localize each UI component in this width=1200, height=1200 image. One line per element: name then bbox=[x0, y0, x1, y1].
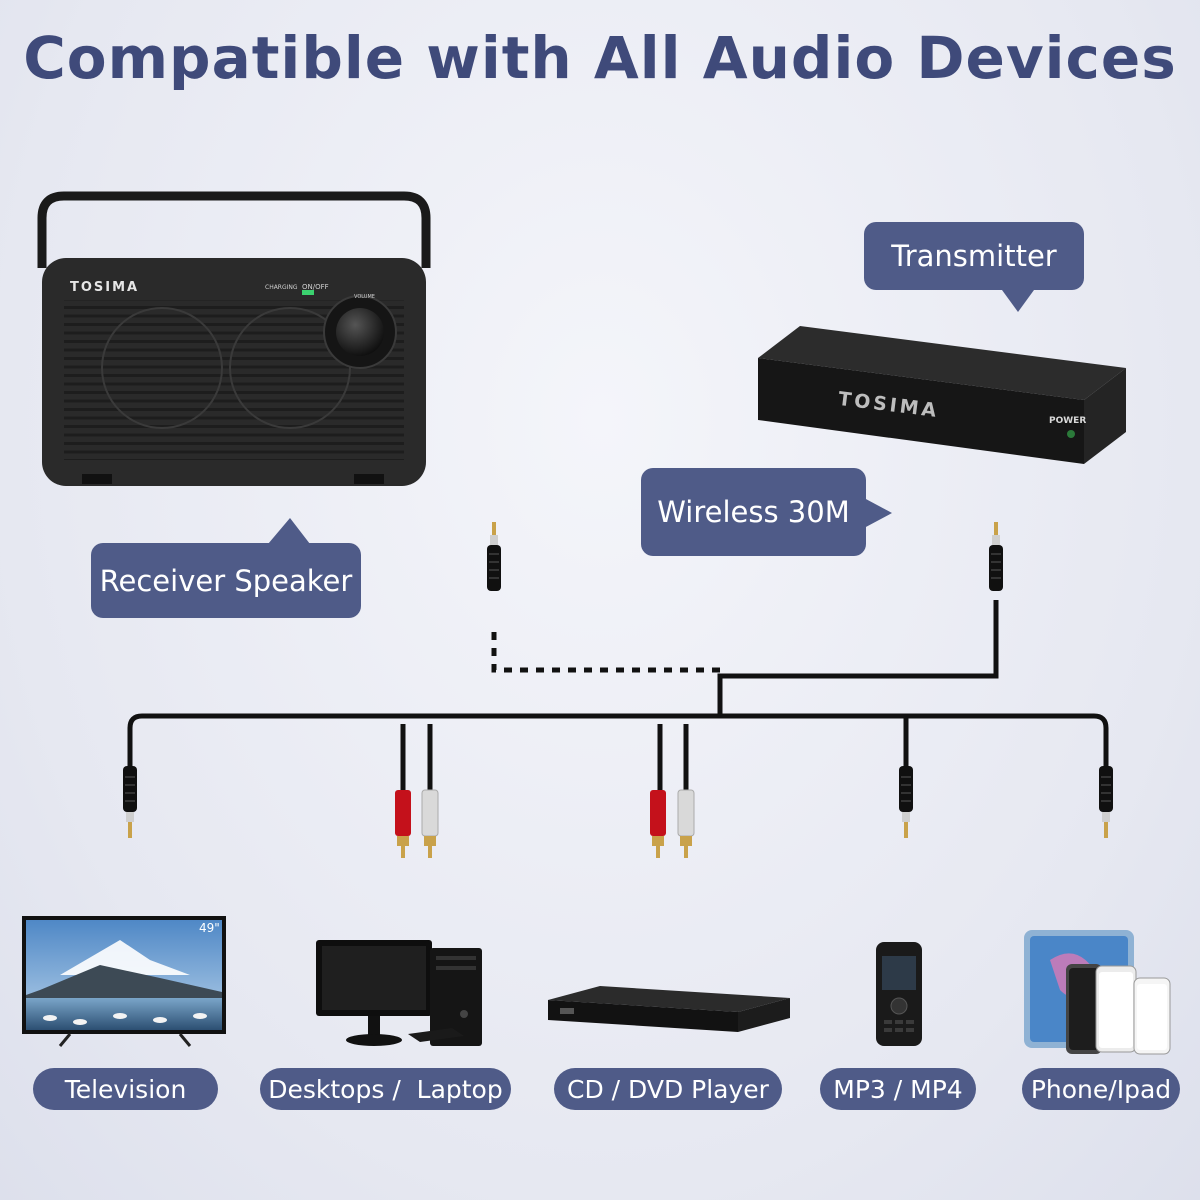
page-title: Compatible with All Audio Devices bbox=[23, 24, 1177, 92]
transmitter-power-label: POWER bbox=[1049, 416, 1087, 426]
device-label-phone-ipad: Phone/Ipad bbox=[1022, 1068, 1180, 1110]
power-led bbox=[1067, 430, 1075, 438]
speaker-brand: TOSIMA bbox=[70, 280, 140, 295]
speaker-onoff-label: ON/OFF bbox=[302, 283, 329, 291]
receiver-speaker-callout: Receiver Speaker bbox=[91, 543, 361, 618]
desktop-illustration bbox=[316, 940, 482, 1046]
charging-led bbox=[302, 290, 314, 295]
dvd-player-illustration bbox=[548, 986, 790, 1032]
tv-size-badge: 49" bbox=[199, 921, 220, 935]
wireless-range-callout: Wireless 30M bbox=[641, 468, 866, 556]
device-label-desktops-laptop: Desktops / Laptop bbox=[260, 1068, 511, 1110]
television-illustration bbox=[22, 916, 226, 1047]
transmitter-callout: Transmitter bbox=[864, 222, 1084, 290]
speaker-volume-label: VOLUME bbox=[354, 294, 375, 300]
mp3-player-illustration bbox=[876, 942, 922, 1046]
device-label-mp3-mp4: MP3 / MP4 bbox=[820, 1068, 976, 1110]
phone-ipad-illustration bbox=[1024, 930, 1171, 1055]
speaker-charging-label: CHARGING bbox=[265, 284, 298, 291]
device-label-cd-dvd-player: CD / DVD Player bbox=[554, 1068, 782, 1110]
volume-knob bbox=[336, 308, 384, 356]
device-label-television: Television bbox=[33, 1068, 218, 1110]
